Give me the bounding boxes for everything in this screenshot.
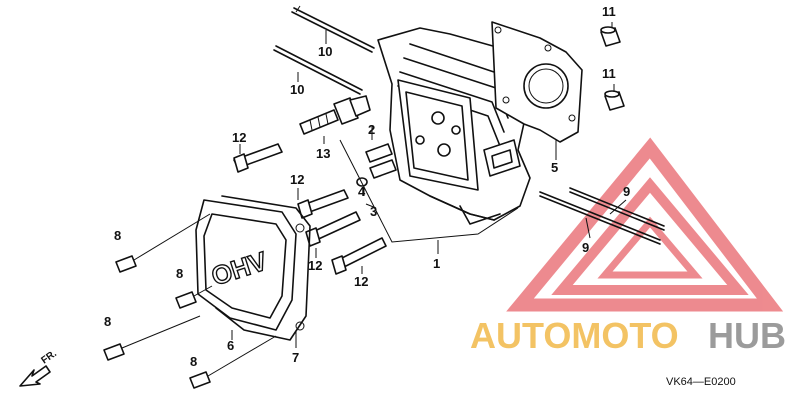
callout-8: 8	[104, 314, 111, 329]
callout-13: 13	[316, 146, 330, 161]
callout-12: 12	[290, 172, 304, 187]
cover-bolt-a	[115, 213, 211, 273]
watermark-brand: AUTOMOTO HUB	[470, 315, 786, 356]
front-direction-arrow-icon: FR.	[19, 348, 59, 387]
callout-11: 11	[602, 66, 616, 81]
watermark-logo-graphic	[506, 137, 784, 312]
head-cover-gasket	[215, 195, 311, 348]
watermark-brand-part1: AUTOMOTO	[470, 315, 679, 356]
callout-6: 6	[227, 338, 234, 353]
callout-4: 4	[358, 184, 366, 199]
watermark-brand-part2: HUB	[708, 315, 786, 356]
callout-12: 12	[232, 130, 246, 145]
callout-9: 9	[582, 240, 589, 255]
flange-bolt-d	[331, 237, 387, 275]
collar-lower	[604, 90, 625, 111]
callout-labels: 11 11 10 10 2 13 4 3 5 9 9 12 12 12 12 1…	[104, 4, 630, 369]
cylinder-head	[377, 27, 531, 225]
callout-8: 8	[176, 266, 183, 281]
head-cover: OHV	[195, 199, 297, 331]
callout-2: 2	[368, 122, 375, 137]
collar-upper	[600, 26, 621, 47]
callout-12: 12	[354, 274, 368, 289]
cover-bolt-d	[189, 335, 277, 389]
callout-5: 5	[551, 160, 558, 175]
callout-10: 10	[290, 82, 304, 97]
stud-bolt-long	[539, 187, 665, 245]
callout-8: 8	[190, 354, 197, 369]
spark-plug	[299, 95, 371, 135]
callout-10: 10	[318, 44, 332, 59]
leader-bracket-head	[339, 139, 519, 243]
stud-bolt-lower	[273, 45, 363, 95]
leader-lines	[239, 30, 377, 274]
cover-bolt-b	[175, 285, 213, 309]
stud-bolt-upper	[291, 5, 375, 53]
cover-bolt-c	[103, 315, 201, 361]
front-direction-label: FR.	[39, 348, 59, 366]
callout-11: 11	[602, 4, 616, 19]
callout-12: 12	[308, 258, 322, 273]
callout-1: 1	[433, 256, 440, 271]
callout-9: 9	[623, 184, 630, 199]
flange-bolt-c	[305, 211, 361, 247]
head-gasket	[491, 21, 583, 160]
dowel-pins	[356, 143, 397, 187]
flange-bolt-a	[233, 143, 283, 173]
drawing-code: VK64—E0200	[666, 376, 736, 388]
callout-8: 8	[114, 228, 121, 243]
flange-bolt-b	[297, 189, 349, 219]
callout-3: 3	[370, 204, 377, 219]
callout-7: 7	[292, 350, 299, 365]
